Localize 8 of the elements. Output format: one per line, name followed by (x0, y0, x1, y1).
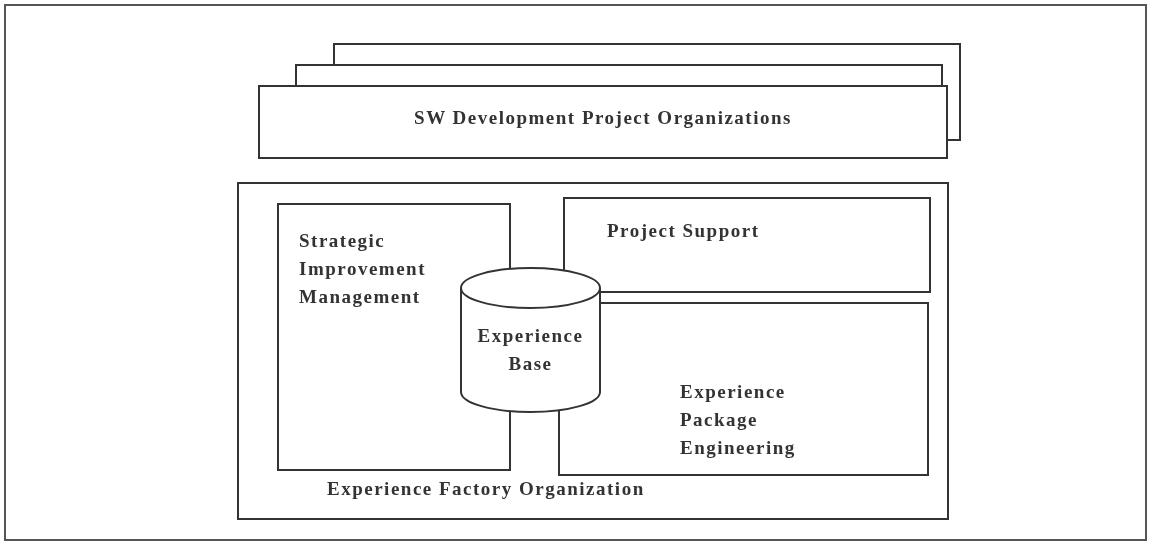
box-label: Experience Package Engineering (680, 380, 797, 460)
box-label: Experience Factory Organization (327, 477, 646, 501)
box-label: Strategic Improvement Management (299, 229, 427, 309)
organization-box (563, 197, 931, 293)
organization-box (237, 182, 949, 520)
box-label: Experience Base (476, 324, 585, 376)
box-label: Project Support (607, 219, 761, 243)
box-label: SW Development Project Organizations (413, 106, 793, 130)
